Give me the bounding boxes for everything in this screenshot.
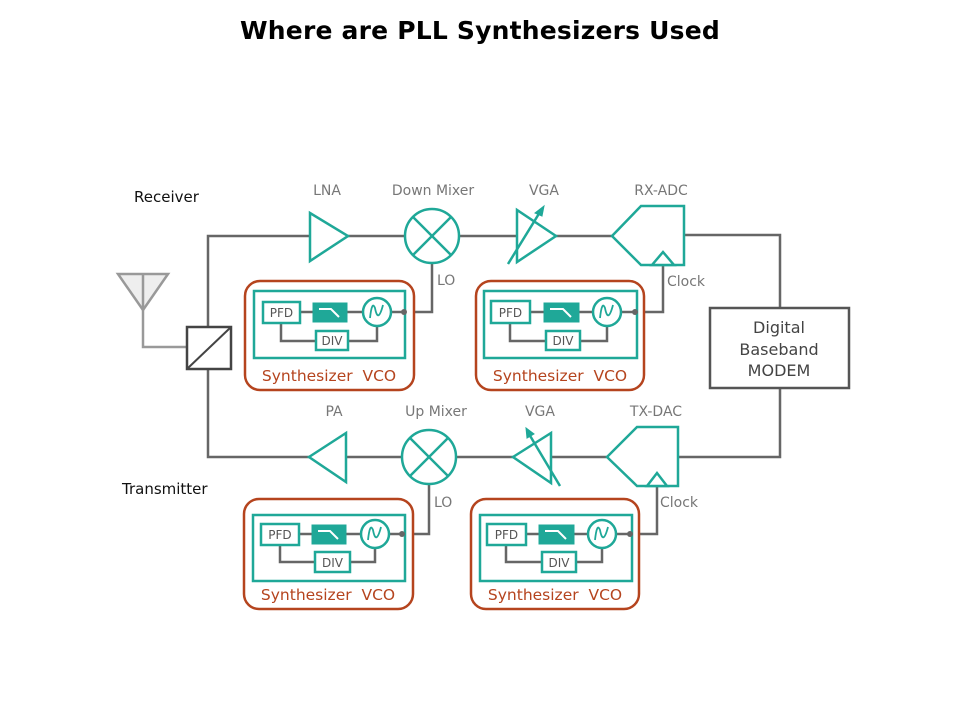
div-label: DIV [549, 556, 571, 570]
output-node [399, 531, 405, 537]
receiver-label: Receiver [134, 188, 200, 206]
loop-filter-icon [311, 524, 347, 545]
rx-lo-label: LO [437, 273, 455, 289]
lna-amplifier-icon [308, 210, 351, 264]
digital-baseband-modem: Digital Baseband MODEM [708, 306, 851, 390]
rx-wire-adc-modem [684, 233, 782, 308]
down-mixer-icon [403, 207, 461, 265]
loop-filter-icon [538, 524, 575, 545]
vco-oscillator-icon [361, 296, 393, 328]
tx-lo-label: LO [434, 495, 452, 511]
synthesizer-vco-block: PFD DIV Synthesizer VCO [469, 497, 641, 611]
rx-vga-icon [506, 204, 559, 265]
synthesizer-label: Synthesizer VCO [261, 586, 395, 604]
tx-wire-dac-modem [678, 388, 782, 459]
pa-amplifier-icon [306, 430, 348, 485]
div-block [544, 329, 582, 352]
pfd-block [489, 299, 532, 325]
pfd-block [259, 522, 301, 547]
up-mixer-icon [400, 428, 458, 486]
vco-oscillator-icon [586, 518, 618, 550]
pfd-block [261, 300, 302, 325]
transmitter-label: Transmitter [121, 480, 208, 498]
vco-oscillator-icon [591, 296, 623, 328]
synthesizer-label: Synthesizer VCO [262, 367, 396, 385]
output-node [401, 309, 407, 315]
modem-label-line1: Digital [753, 318, 805, 337]
down-mixer-label: Down Mixer [392, 183, 475, 199]
rx-clock-label: Clock [667, 274, 706, 290]
tx-vga-icon [510, 426, 562, 487]
antenna-feed-wire [141, 310, 187, 349]
pfd-label: PFD [270, 306, 293, 320]
pa-label: PA [325, 404, 343, 420]
pfd-block [485, 522, 528, 547]
synthesizer-vco-block: PFD DIV Synthesizer VCO [242, 497, 415, 611]
duplexer-icon [185, 325, 233, 371]
wires [141, 233, 782, 536]
loop-filter-icon [543, 302, 580, 323]
modem-label-line2: Baseband [739, 340, 818, 359]
rx-adc-label: RX-ADC [634, 183, 688, 199]
tx-clock-label: Clock [660, 495, 699, 511]
page-title: Where are PLL Synthesizers Used [240, 16, 720, 45]
div-label: DIV [322, 334, 344, 348]
loop-filter-icon [312, 302, 348, 323]
modem-label-line3: MODEM [748, 361, 811, 380]
rx-adc-icon [610, 204, 686, 267]
div-label: DIV [553, 334, 575, 348]
pfd-label: PFD [495, 528, 518, 542]
synthesizer-label: Synthesizer VCO [493, 367, 627, 385]
tx-wire-splitter-pa [206, 369, 309, 459]
tx-dac-label: TX-DAC [629, 404, 682, 420]
synthesizer-label: Synthesizer VCO [488, 586, 622, 604]
pfd-label: PFD [499, 306, 522, 320]
up-mixer-label: Up Mixer [405, 404, 467, 420]
tx-dac-icon [605, 425, 680, 488]
rx-vga-label: VGA [529, 183, 559, 199]
div-block [313, 550, 352, 574]
lna-label: LNA [313, 183, 341, 199]
tx-vga-label: VGA [525, 404, 555, 420]
rx-wire-splitter-lna [206, 234, 310, 327]
synthesizer-vco-block: PFD DIV Synthesizer VCO [243, 279, 416, 392]
antenna-icon [115, 272, 171, 313]
output-node [627, 531, 633, 537]
vco-oscillator-icon [359, 518, 391, 550]
pfd-label: PFD [268, 528, 291, 542]
div-block [314, 329, 350, 352]
div-block [540, 550, 578, 574]
div-label: DIV [322, 556, 344, 570]
synthesizer-vco-block: PFD DIV Synthesizer VCO [474, 279, 646, 392]
output-node [632, 309, 638, 315]
